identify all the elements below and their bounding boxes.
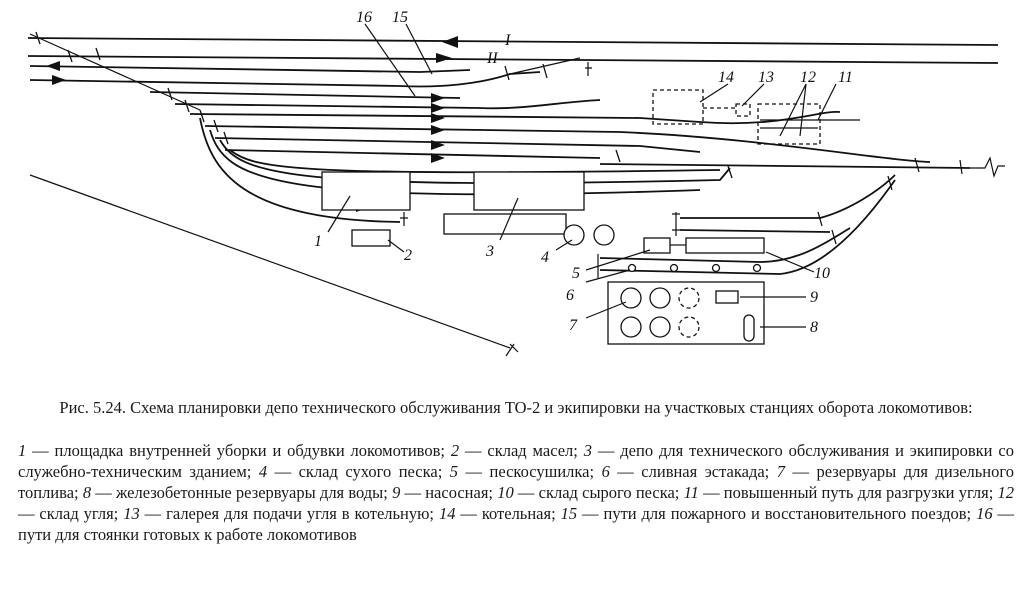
pump-house-9: [715, 290, 739, 304]
legend-number: 7: [776, 462, 785, 481]
legend-text: — галерея для подачи угля в котельную;: [139, 504, 439, 523]
track-16-d: [204, 125, 931, 163]
legend-number: 5: [449, 462, 459, 481]
track-label-ii: II: [486, 50, 498, 67]
legend-number: 6: [601, 462, 610, 481]
track-16-b: [174, 99, 601, 110]
legend-text: — железобетонные резервуары для воды;: [91, 483, 393, 502]
main-track-2: [27, 55, 999, 64]
depot-layout-diagram: I II: [27, 9, 1005, 357]
callout-9: 9: [810, 289, 818, 306]
callout-8: 8: [810, 319, 818, 336]
callout-1: 1: [314, 233, 322, 250]
legend-text: — пескосушилка;: [458, 462, 602, 481]
legend-number: 13: [123, 504, 140, 523]
track-16-e: [214, 137, 701, 153]
main-track-1: [27, 37, 999, 46]
legend-number: 15: [560, 504, 578, 523]
dry-sand-store-4a: [563, 224, 585, 246]
legend-number: 14: [438, 504, 456, 523]
legend-text: — склад сырого песка;: [513, 483, 684, 502]
legend-number: 16: [976, 504, 993, 523]
legend-text: — насосная;: [400, 483, 498, 502]
legend-text: — котельная;: [455, 504, 561, 523]
legend-number: 2: [450, 441, 460, 460]
coal-store-12: [757, 103, 821, 145]
callout-2: 2: [404, 247, 412, 264]
legend-text: — депо для технического обслуживания и э…: [18, 441, 1014, 481]
legend-number: 12: [997, 483, 1015, 502]
legend-text: — склад масел;: [459, 441, 584, 460]
legend-number: 8: [82, 483, 92, 502]
fuel-tank-7: [620, 287, 642, 309]
coal-gallery-13: [735, 103, 751, 117]
legend-text: — пути для стоянки готовых к работе локо…: [18, 504, 1014, 544]
callout-14: 14: [718, 69, 734, 86]
callout-15: 15: [392, 9, 408, 26]
legend-text: — площадка внутренней уборки и обдувки л…: [26, 441, 451, 460]
dry-sand-store-4b: [593, 224, 615, 246]
oil-store-2: [351, 229, 391, 247]
raw-sand-store-10: [685, 237, 765, 254]
callout-7: 7: [569, 317, 578, 334]
water-tank-8: [743, 314, 755, 342]
legend-number: 9: [392, 483, 401, 502]
depot-3: [473, 171, 585, 211]
legend-text: — повышенный путь для разгрузки угля;: [698, 483, 998, 502]
legend-text: — сливная эстакада;: [609, 462, 777, 481]
callout-4: 4: [541, 249, 549, 266]
callout-12: 12: [800, 69, 816, 86]
track-label-i: I: [504, 32, 511, 49]
legend-text: — склад сухого песка;: [267, 462, 450, 481]
legend-number: 11: [683, 483, 699, 502]
track-16-a: [149, 91, 461, 99]
callout-13: 13: [758, 69, 774, 86]
callout-16: 16: [356, 9, 372, 26]
legend-text: — склад угля;: [18, 504, 124, 523]
track-16-c: [189, 110, 841, 125]
track-16-f: [224, 149, 601, 159]
legend-number: 4: [258, 462, 268, 481]
boiler-house-14: [652, 89, 704, 125]
callout-11: 11: [838, 69, 853, 86]
legend-number: 10: [497, 483, 514, 502]
figure-caption-title: Рис. 5.24. Схема планировки депо техниче…: [59, 398, 973, 417]
cleaning-platform-1: [321, 171, 411, 211]
callout-10: 10: [814, 265, 830, 282]
callout-5: 5: [572, 265, 580, 282]
callout-6: 6: [566, 287, 574, 304]
legend-text: — пути для пожарного и восстановительног…: [577, 504, 977, 523]
track-15-lower: [29, 71, 541, 88]
legend-text: — резервуары для дизельного топлива;: [18, 462, 1014, 502]
track-15-upper: [29, 65, 471, 73]
legend-number: 3: [583, 441, 593, 460]
legend-number: 1: [18, 441, 27, 460]
callout-3: 3: [485, 243, 494, 260]
figure-legend: 1 — площадка внутренней уборки и обдувки…: [18, 440, 1014, 545]
